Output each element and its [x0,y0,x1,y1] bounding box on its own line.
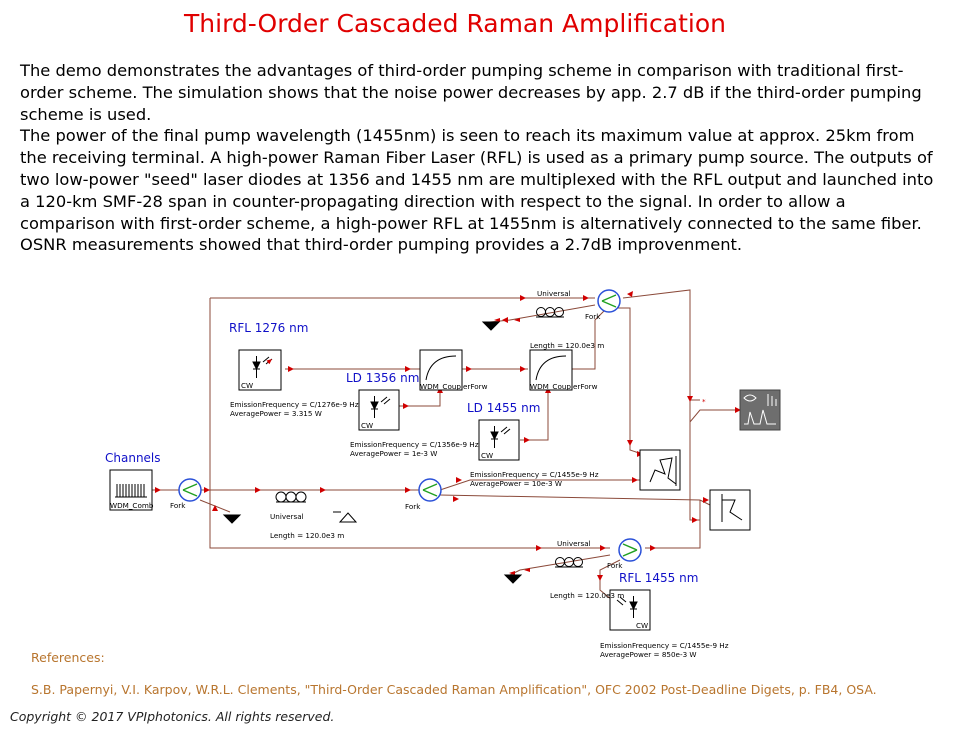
cw-laser-rfl-1455[interactable]: CW [609,589,651,631]
fork-top[interactable]: Fork [585,289,621,321]
cw-tag: CW [241,381,253,390]
wdm-comb[interactable]: WDM_Comb [109,469,154,511]
wdm-coupler-1[interactable]: WDM_CouplerForw [419,349,488,391]
spectrum-analyzer[interactable] [739,389,781,431]
fork-mid[interactable]: Fork [405,478,442,511]
fiber-label: Universal [270,512,304,521]
description-paragraph-2: The power of the final pump wavelength (… [20,126,934,233]
cw-laser-ld-1455[interactable]: CW [478,419,520,461]
cw-laser-ld-1356[interactable]: CW [358,389,400,431]
references-text: S.B. Papernyi, V.I. Karpov, W.R.L. Cleme… [31,682,877,697]
fork-label: Fork [405,502,421,511]
coupler-tag: WDM_CouplerForw [530,382,598,391]
page-title: Third-Order Cascaded Raman Amplification [184,9,726,38]
label-rfl-1276: RFL 1276 nm [229,321,308,335]
terminator-mid [333,511,358,523]
port-arrows [155,291,741,581]
param-line: AveragePower = 10e-3 W [470,479,562,488]
fiber-label: Universal [557,539,591,548]
cw-laser-rfl-1276[interactable]: CW [238,349,282,391]
fiber-bottom[interactable]: Universal Length = 120.0e3 m [550,539,624,600]
fiber-length: Length = 120.0e3 m [550,591,624,600]
copyright-notice: Copyright © 2017 VPIphotonics. All right… [10,709,335,724]
comb-tag: WDM_Comb [110,501,154,510]
label-channels: Channels [105,451,161,465]
ground-top [481,321,501,331]
fork-bottom[interactable]: Fork [607,538,642,570]
param-line: EmissionFrequency = C/1455e-9 Hz [600,641,729,650]
ground-mid [222,514,242,524]
description-paragraph-1: The demo demonstrates the advantages of … [20,61,922,124]
label-ld-1356: LD 1356 nm [346,371,419,385]
switch-marker: * [702,397,706,406]
param-line: AveragePower = 850e-3 W [600,650,697,659]
description: The demo demonstrates the advantages of … [20,60,945,256]
param-line: AveragePower = 1e-3 W [350,449,437,458]
fiber-label: Universal [537,289,571,298]
fork-label: Fork [170,501,186,510]
param-line: EmissionFrequency = C/1356e-9 Hz [350,440,479,449]
description-paragraph-3: OSNR measurements showed that third-orde… [20,235,743,255]
label-ld-1455: LD 1455 nm [467,401,540,415]
param-line: EmissionFrequency = C/1276e-9 Hz [230,400,359,409]
power-evolution-analyzer-1[interactable] [639,449,681,491]
fork-label: Fork [585,312,601,321]
ground-bottom [503,574,523,584]
param-line: AveragePower = 3.315 W [230,409,322,418]
references-label: References: [31,650,105,665]
power-evolution-analyzer-2[interactable] [709,489,751,531]
fiber-length: Length = 120.0e3 m [270,531,344,540]
wdm-coupler-2[interactable]: WDM_CouplerForw [529,349,598,391]
fork-label: Fork [607,561,623,570]
label-rfl-1455: RFL 1455 nm [619,571,698,585]
cw-tag: CW [361,421,373,430]
coupler-tag: WDM_CouplerForw [420,382,488,391]
fiber-top[interactable]: Universal Length = 120.0e3 m [530,289,604,350]
param-line: EmissionFrequency = C/1455e-9 Hz [470,470,599,479]
cw-tag: CW [481,451,493,460]
fiber-mid[interactable]: Universal Length = 120.0e3 m [270,491,344,540]
cw-tag: CW [636,621,648,630]
fork-channels[interactable]: Fork [170,478,202,510]
fiber-length: Length = 120.0e3 m [530,341,604,350]
